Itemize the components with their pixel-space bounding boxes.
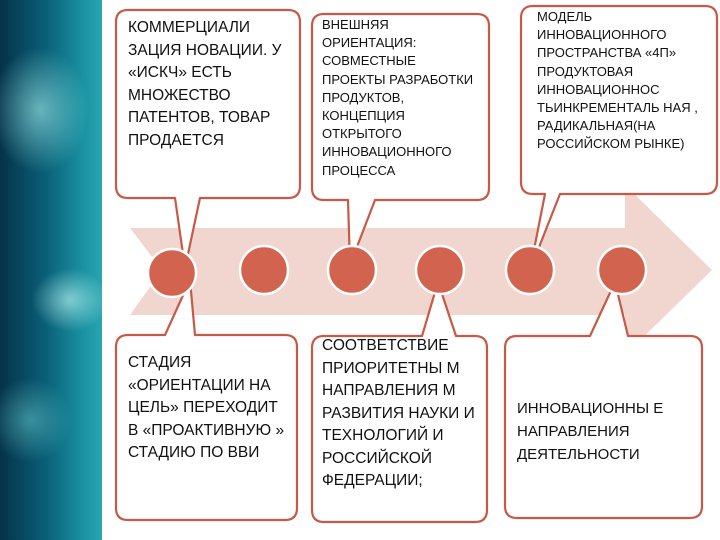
timeline-node-4 — [414, 244, 466, 296]
timeline-node-2 — [238, 244, 290, 296]
callout-text-top-3: МОДЕЛЬ ИННОВАЦИОННОГО ПРОСТРАНСТВА «4П» … — [537, 9, 698, 152]
timeline-node-5 — [504, 244, 556, 296]
callout-box-bottom-3 — [503, 280, 704, 520]
timeline-node-6 — [596, 244, 648, 296]
callout-box-top-2 — [310, 12, 491, 267]
background-photo-strip — [0, 0, 102, 540]
callout-text-bottom-3: ИННОВАЦИОННЫ Е НАПРАВЛЕНИЯ ДЕЯТЕЛЬНОСТИ — [517, 400, 664, 463]
timeline-node-1 — [146, 247, 198, 299]
timeline-node-3 — [326, 244, 378, 296]
callout-text-top-1: КОММЕРЦИАЛИ ЗАЦИЯ НОВАЦИИ. У «ИСКЧ» ЕСТЬ… — [128, 19, 282, 149]
callout-box-bottom-1 — [114, 278, 299, 522]
callout-text-top-2: ВНЕШНЯЯ ОРИЕНТАЦИЯ: СОВМЕСТНЫЕ ПРОЕКТЫ Р… — [322, 17, 474, 178]
callout-box-bottom-2 — [310, 280, 489, 524]
callout-text-bottom-1: СТАДИЯ «ОРИЕНТАЦИИ НА ЦЕЛЬ» ПЕРЕХОДИТ В … — [128, 354, 285, 461]
callout-text-bottom-2: СООТВЕТСТВИЕ ПРИОРИТЕТНЫ М НАПРАВЛЕНИЯ М… — [322, 337, 475, 489]
callout-box-top-1 — [114, 8, 302, 270]
callout-box-top-3 — [519, 4, 719, 272]
